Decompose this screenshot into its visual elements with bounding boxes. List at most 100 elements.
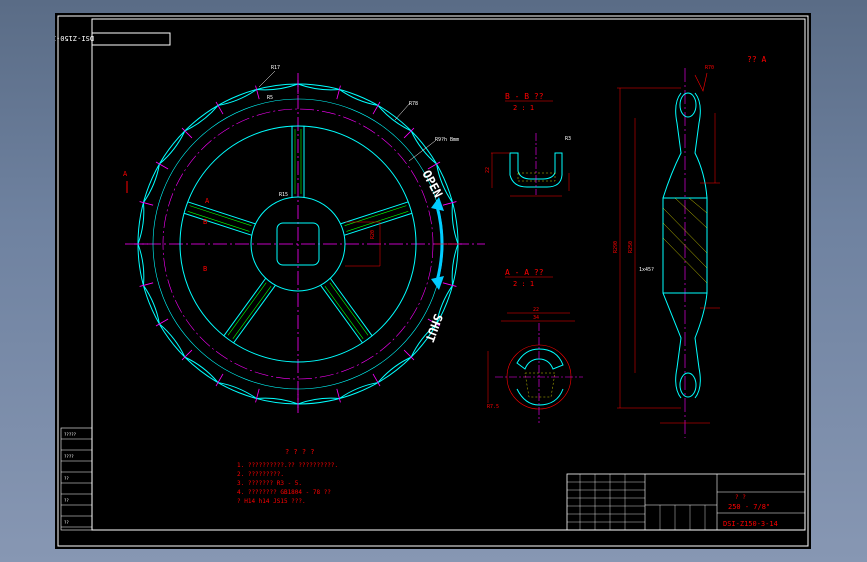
- rim-scallop-tick: [155, 161, 169, 170]
- pitch-circle: [162, 108, 434, 380]
- direction-arrow-head-top: [431, 197, 444, 211]
- rim-scallop: [256, 397, 299, 405]
- rim-scallop-tick: [372, 101, 381, 115]
- spoke-edge-3: [330, 278, 373, 337]
- rim-scallop: [410, 130, 437, 165]
- label-r5: R5: [267, 95, 273, 101]
- rim-scallop-tick: [139, 282, 154, 287]
- spoke-section-line-3: [329, 282, 369, 336]
- section-aa-scale: 2 : 1: [513, 280, 534, 288]
- rim-scallop: [377, 356, 412, 383]
- direction-arrow-head-bottom: [431, 276, 444, 290]
- left-revision-table: ???????????????: [60, 427, 93, 531]
- section-a-label-2: A: [205, 197, 210, 205]
- section-bb-dim-r3: R3: [565, 136, 571, 142]
- rim-scallop: [217, 89, 257, 106]
- side-view-dim-chamfer: 1x45?: [639, 267, 654, 273]
- rim-scallop-tick: [403, 349, 415, 361]
- rim-scallop: [217, 382, 257, 399]
- rim-scallop-tick: [427, 161, 441, 170]
- label-r15: R15: [279, 192, 288, 198]
- rim-scallop: [339, 382, 379, 399]
- section-aa-title: A - A ??: [505, 268, 544, 277]
- title-block-title: 250 - 7/8": [728, 503, 770, 511]
- cad-viewport[interactable]: DSI-Z150-3-14 ?? A OPEN SHUT R17 R78 R5 …: [39, 13, 811, 549]
- title-block-number: DSI-Z150-3-14: [723, 520, 778, 528]
- shut-label: SHUT: [422, 312, 445, 344]
- spoke-section-line-2: [227, 282, 267, 336]
- rim-scallop: [256, 83, 299, 91]
- handwheel-front-view: OPEN SHUT R17 R78 R5 R15 R9?h Bmm A A B …: [123, 65, 485, 413]
- label-chain-note: R9?h Bmm: [435, 137, 459, 143]
- side-view-outline-left: [662, 92, 682, 399]
- side-view-dim-r70: R70: [705, 65, 714, 71]
- section-aa-view: A - A ?? 2 : 1 22 34 R7.5: [487, 268, 583, 423]
- rim-scallop-tick: [181, 127, 193, 139]
- spoke-section-line-3: [324, 286, 364, 339]
- rim-scallop: [184, 356, 219, 383]
- rim-scallop-tick: [372, 373, 381, 387]
- section-a-label: A: [123, 170, 128, 178]
- rim-scallop: [297, 397, 340, 405]
- section-bb-hatch: [517, 172, 556, 182]
- label-r17: R17: [271, 65, 280, 71]
- section-aa-dim-34: 34: [533, 315, 539, 321]
- left-table-cell: ??: [64, 498, 69, 503]
- spoke-edge-4: [344, 212, 413, 236]
- corner-mark: ?? A: [747, 55, 766, 64]
- spokes: [183, 126, 413, 344]
- rim-scallop-tick: [215, 101, 224, 115]
- rim-inner: [179, 125, 417, 363]
- section-bb-profile: [509, 152, 563, 188]
- rim-scallop: [451, 243, 459, 286]
- rim-scallop: [377, 105, 412, 132]
- side-view: R290 R250 R70 1x45?: [613, 65, 720, 438]
- rim-scallop: [137, 243, 145, 286]
- left-table-cell: ?????: [64, 432, 77, 437]
- notes-line-2: 2. ?????????.: [237, 471, 284, 478]
- notes-line-3: 3. ??????? R3 - 5.: [237, 480, 302, 487]
- hub-square-bore: [276, 222, 320, 266]
- rim-scallop-tick: [139, 201, 154, 206]
- spoke-section-line-1: [189, 205, 252, 226]
- rim-scallop-tick: [336, 388, 341, 403]
- dim-r20-text: R20: [370, 230, 376, 239]
- spoke-edge-3: [320, 285, 363, 344]
- rim-scallop: [159, 323, 186, 358]
- leader-r78: [394, 102, 411, 121]
- rim-scallop: [143, 163, 160, 203]
- spoke-section-line-2: [232, 286, 272, 339]
- rim-scallop: [451, 202, 459, 245]
- rim-scallop-tick: [403, 127, 415, 139]
- section-bb-scale: 2 : 1: [513, 104, 534, 112]
- section-bb-dim-22: 22: [485, 167, 491, 173]
- rim-scallop-tick: [442, 282, 457, 287]
- section-b-label-2: B: [203, 265, 207, 273]
- left-table-cell: ??: [64, 520, 69, 525]
- spoke-edge-1: [183, 212, 252, 236]
- sheet-border-inner: [91, 18, 806, 531]
- side-view-hub: [662, 197, 708, 294]
- leader-chain-note: [408, 140, 436, 162]
- rim-scallop-tick: [255, 388, 260, 403]
- rim-scallop-tick: [427, 318, 441, 327]
- section-aa-dim-r75: R7.5: [487, 404, 499, 410]
- side-view-rim-bottom: [679, 372, 697, 398]
- rim-scallop: [137, 202, 145, 245]
- leader-r17: [258, 70, 276, 88]
- rim-scallop-tick: [181, 349, 193, 361]
- drawing-number-box: [91, 32, 171, 46]
- rim-scallop-tick: [215, 373, 224, 387]
- hub-outer: [250, 196, 346, 292]
- rim-scallop-tick: [255, 85, 260, 100]
- cad-drawing: DSI-Z150-3-14 ?? A OPEN SHUT R17 R78 R5 …: [39, 15, 809, 547]
- drawing-number-text: DSI-Z150-3-14: [55, 34, 94, 42]
- rim-scallop-tick: [442, 201, 457, 206]
- rim-scallop-tick: [155, 318, 169, 327]
- side-view-rim-top: [679, 92, 697, 118]
- title-block-frame: [566, 473, 806, 531]
- side-view-dim-r290: R290: [613, 241, 619, 253]
- section-bb-title: B - B ??: [505, 92, 544, 101]
- section-bb-view: B - B ?? 2 : 1 R3 22: [485, 92, 571, 197]
- rim-scallop: [410, 323, 437, 358]
